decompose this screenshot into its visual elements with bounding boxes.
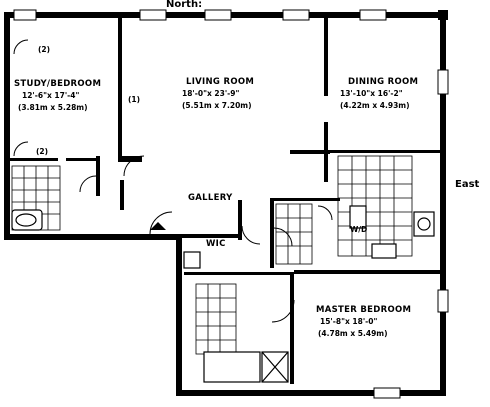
north-label: North: [166,0,203,10]
study-room-dim-m: (3.81m x 5.28m) [18,103,88,112]
dining-room-name: DINING ROOM [348,77,419,87]
note-2-top: (2) [38,45,51,54]
door-swings [13,39,333,323]
interior-walls [8,16,440,384]
exterior-walls [4,10,448,396]
living-room-dim-m: (5.51m x 7.20m) [182,101,252,110]
wic-label: WIC [206,239,226,249]
living-room-name: LIVING ROOM [186,77,255,87]
windows [13,9,449,399]
east-label: East [455,179,480,190]
entry-arrow-icon [150,222,166,230]
gallery-name: GALLERY [188,193,233,203]
dining-room-dim-m: (4.22m x 4.93m) [340,101,410,110]
study-room-dim-ft: 12'-6"x 17'-4" [22,91,80,100]
note-2-bottom: (2) [36,147,49,156]
dining-room-dim-ft: 13'-10"x 16'-2" [340,89,403,98]
living-room-dim-ft: 18'-0"x 23'-9" [182,89,240,98]
study-room-name: STUDY/BEDROOM [14,79,102,89]
master-bedroom-dim-m: (4.78m x 5.49m) [318,329,388,338]
master-bedroom-dim-ft: 15'-8"x 18'-0" [320,317,378,326]
wd-label: W/D [350,225,368,234]
master-bedroom-name: MASTER BEDROOM [316,305,412,315]
note-1: (1) [128,95,141,104]
fixtures [11,205,435,383]
